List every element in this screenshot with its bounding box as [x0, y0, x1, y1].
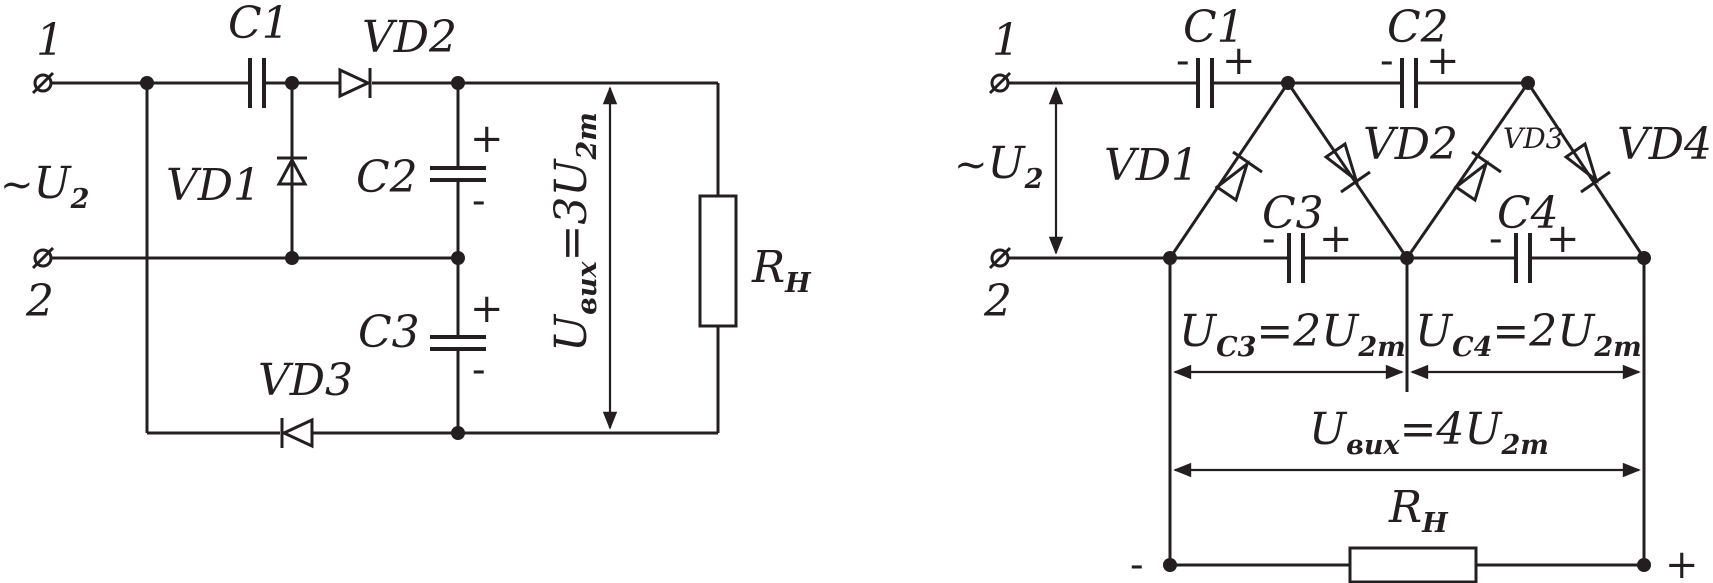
right-c3-plus: + [1319, 216, 1353, 262]
left-terminal-2-label: 2 [25, 276, 54, 327]
left-tripler-circuit: 1 2 ~U2 C1 VD2 VD1 C2 + - C3 + - VD3 RН … [0, 0, 812, 449]
right-vd1-diode [1214, 150, 1263, 203]
left-vd1-diode [276, 156, 308, 186]
left-vd3-diode [280, 417, 314, 449]
left-c2-label: C2 [356, 152, 418, 203]
right-vd2-label: VD2 [1363, 119, 1458, 170]
right-junction-dots [1163, 76, 1651, 572]
left-terminal-2 [31, 246, 55, 270]
left-load-resistor [698, 194, 738, 328]
left-terminal-1 [31, 71, 55, 95]
right-vd1-label: VD1 [1104, 140, 1199, 191]
right-c1-minus: - [1176, 38, 1190, 84]
right-c2-label: C2 [1387, 2, 1449, 53]
left-vd2-label: VD2 [362, 12, 457, 63]
right-vd4-diode [1563, 141, 1611, 194]
right-c1-plus: + [1222, 38, 1256, 84]
right-uc4-label: UC4=2U2m [1415, 306, 1642, 363]
right-c3-minus: - [1262, 216, 1276, 262]
left-vd2-diode [338, 67, 372, 99]
right-terminal-2 [988, 246, 1012, 270]
right-terminal-1-label: 1 [992, 15, 1020, 66]
right-c2-plus: + [1426, 38, 1460, 84]
right-load-plus: + [1665, 542, 1699, 583]
right-c4-minus: - [1489, 216, 1503, 262]
right-c1-label: C1 [1183, 2, 1245, 53]
left-load-label: RН [751, 242, 812, 299]
right-uc3-label: UC3=2U2m [1179, 306, 1406, 363]
left-junction-dots [140, 76, 465, 440]
right-c1-capacitor [1196, 58, 1214, 108]
right-c4-label: C4 [1497, 188, 1559, 239]
right-terminal-2-label: 2 [983, 276, 1012, 327]
right-c2-minus: - [1380, 38, 1394, 84]
left-output-voltage-label: Uвих=3U2m [546, 112, 603, 352]
left-wires [50, 81, 720, 435]
right-vd3-label: VD3 [1503, 122, 1563, 155]
left-c3-capacitor [430, 335, 486, 351]
right-load-label: RН [1388, 482, 1449, 539]
left-c3-plus: + [470, 286, 504, 332]
right-load-minus: - [1130, 542, 1144, 583]
right-input-voltage-label: ~U2 [954, 138, 1043, 195]
right-vd2-diode [1323, 141, 1371, 194]
left-c1-label: C1 [228, 0, 290, 49]
left-vd1-label: VD1 [166, 160, 261, 211]
left-terminal-1-label: 1 [36, 15, 64, 66]
left-c3-label: C3 [358, 307, 420, 358]
left-input-voltage-label: ~U2 [0, 158, 89, 215]
left-c2-plus: + [470, 116, 504, 162]
right-wires [1000, 81, 1646, 567]
left-c3-minus: - [472, 347, 486, 393]
right-c2-capacitor [1400, 58, 1418, 108]
right-load-resistor [1348, 546, 1478, 583]
right-c4-plus: + [1546, 216, 1580, 262]
right-output-voltage-label: Uвих=4U2m [1309, 404, 1549, 461]
left-c2-minus: - [472, 178, 486, 224]
left-c1-capacitor [248, 58, 266, 108]
right-vd3-diode [1453, 150, 1502, 203]
right-vd4-label: VD4 [1617, 119, 1712, 170]
left-c2-capacitor [430, 166, 486, 182]
right-c3-label: C3 [1262, 188, 1324, 239]
right-c4-capacitor [1514, 233, 1532, 283]
left-vd3-label: VD3 [258, 355, 353, 406]
right-quadrupler-circuit: 1 2 ~U2 C1 - + C2 - + VD1 VD2 VD3 VD4 C3… [954, 2, 1712, 583]
right-terminal-1 [988, 71, 1012, 95]
right-c3-capacitor [1287, 233, 1305, 283]
